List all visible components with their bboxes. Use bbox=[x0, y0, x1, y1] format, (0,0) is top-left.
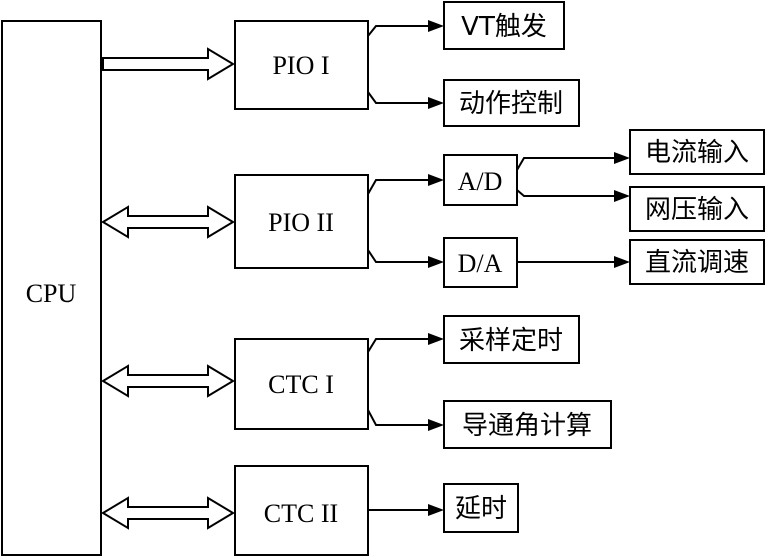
pio2-box bbox=[234, 174, 369, 269]
ctc2-block: CTC II bbox=[234, 465, 369, 556]
delay-box bbox=[443, 483, 519, 533]
arrow-ctc2-delay bbox=[368, 504, 444, 516]
conduction-angle-calc-box bbox=[443, 400, 612, 449]
ctc2-box bbox=[234, 465, 369, 556]
da-label: D/A bbox=[458, 249, 503, 278]
bus-arrow-ctc1 bbox=[101, 364, 235, 398]
conduction-angle-calc-label: 导通角计算 bbox=[462, 411, 592, 441]
vt-trigger-label: VT触发 bbox=[461, 12, 547, 42]
cpu-label: CPU bbox=[26, 279, 77, 308]
arrow-pio2-da bbox=[367, 249, 444, 268]
current-input-box bbox=[629, 129, 765, 175]
output-sampling-timing: 采样定时 bbox=[443, 315, 580, 364]
pio2-block: PIO II bbox=[234, 174, 369, 269]
output-conduction-angle-calc: 导通角计算 bbox=[443, 400, 612, 449]
bus-connections bbox=[101, 47, 235, 530]
arrow-pio2-ad bbox=[367, 174, 444, 195]
bus-arrow-pio1 bbox=[102, 47, 235, 81]
dc-speed-control-box bbox=[629, 239, 765, 285]
da-block: D/A bbox=[443, 237, 518, 288]
delay-label: 延时 bbox=[455, 494, 507, 524]
da-box bbox=[443, 237, 518, 288]
arrow-da-dc-speed-control bbox=[517, 256, 630, 268]
sampling-timing-label: 采样定时 bbox=[459, 326, 563, 356]
arrow-pio1-vt-trigger bbox=[367, 20, 444, 37]
pio2-label: PIO II bbox=[268, 208, 334, 237]
output-current-input: 电流输入 bbox=[629, 129, 765, 175]
dc-speed-control-label: 直流调速 bbox=[645, 248, 749, 278]
arrow-pio1-action-control bbox=[367, 91, 444, 109]
output-vt-trigger: VT触发 bbox=[443, 1, 565, 50]
signal-arrows bbox=[367, 20, 630, 516]
arrow-ad-current-input bbox=[516, 152, 630, 171]
vt-trigger-box bbox=[443, 1, 565, 50]
ad-label: A/D bbox=[458, 167, 503, 196]
arrow-ctc1-sampling-timing bbox=[367, 333, 444, 353]
grid-voltage-input-label: 网压输入 bbox=[645, 195, 749, 225]
output-action-control: 动作控制 bbox=[443, 79, 580, 127]
output-dc-speed-control: 直流调速 bbox=[629, 239, 765, 285]
output-delay: 延时 bbox=[443, 483, 519, 533]
pio1-label: PIO I bbox=[272, 51, 329, 80]
ctc1-block: CTC I bbox=[234, 338, 369, 430]
ctc1-box bbox=[234, 338, 369, 430]
arrow-ad-grid-voltage-input bbox=[516, 189, 630, 202]
bus-arrow-ctc2 bbox=[101, 496, 235, 530]
current-input-label: 电流输入 bbox=[645, 138, 749, 168]
sampling-timing-box bbox=[443, 315, 580, 364]
ctc1-label: CTC I bbox=[268, 370, 334, 399]
bus-arrow-pio2 bbox=[101, 205, 235, 239]
ctc2-label: CTC II bbox=[264, 499, 338, 528]
pio1-box bbox=[234, 20, 369, 110]
pio1-block: PIO I bbox=[234, 20, 369, 110]
action-control-label: 动作控制 bbox=[459, 89, 563, 119]
arrow-ctc1-conduction-angle-calc bbox=[367, 409, 444, 431]
grid-voltage-input-box bbox=[629, 186, 765, 232]
output-grid-voltage-input: 网压输入 bbox=[629, 186, 765, 232]
cpu-block: CPU bbox=[1, 20, 102, 556]
cpu-box bbox=[1, 20, 102, 556]
ad-block: A/D bbox=[443, 154, 518, 206]
